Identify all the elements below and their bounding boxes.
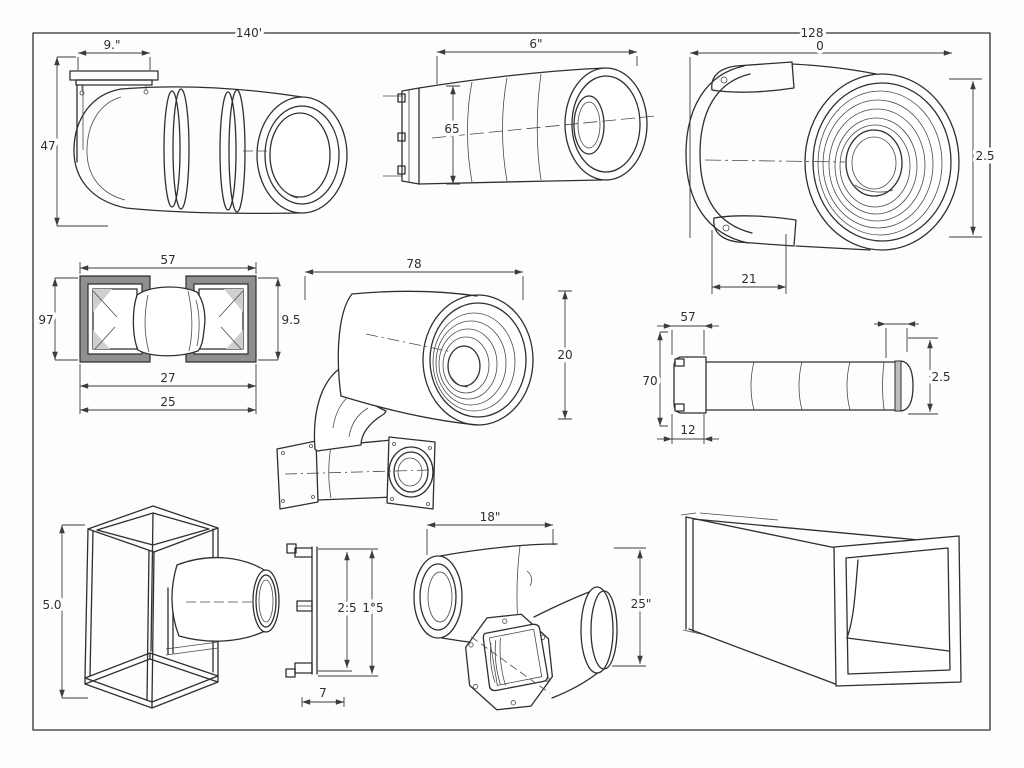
dim-outer-span-label: 1°5	[362, 601, 383, 615]
dim-flange-offset-label: 21	[741, 272, 756, 286]
octagonal-adapter-geometry	[413, 543, 618, 711]
segmented-pipe-dimensions: 57 70 12 2.5	[639, 307, 954, 444]
tapered-duct-geometry	[383, 67, 656, 185]
elbow-assembly-dimensions: 78 20	[304, 254, 576, 420]
dim-height-label: 70	[642, 374, 657, 388]
twin-flange-connector-geometry	[79, 275, 257, 363]
dim-flange-width-label: 9."	[104, 38, 121, 52]
sheet-border	[32, 32, 991, 731]
dim-overall-length-label: 140'	[236, 26, 262, 40]
octagonal-adapter-dimensions: 18" 25"	[426, 507, 655, 667]
dim-height-label: 47	[40, 139, 55, 153]
elbow-assembly-geometry	[276, 290, 534, 510]
mounting-rail-dimensions: 2:5 1°5 7	[301, 548, 387, 707]
drawing-corrugated-coupler: 128 0 2.5 21	[685, 23, 998, 294]
dim-length-label: 6"	[529, 37, 542, 51]
dim-height-label: 25"	[631, 597, 652, 611]
dim-tube-length-label: 18"	[480, 510, 501, 524]
drawing-rect-duct	[680, 512, 962, 687]
corrugated-coupler-dimensions: 128 0 2.5 21	[689, 23, 998, 294]
corrugated-coupler-geometry	[685, 61, 960, 251]
mounting-rail-geometry	[285, 543, 318, 678]
dim-height-label: 5.0	[42, 598, 61, 612]
frame-cage-dimensions: 5.0	[39, 524, 88, 699]
dim-cap-width-label: 57	[680, 310, 695, 324]
dim-base-width-label: 25	[160, 395, 175, 409]
drawing-octagonal-adapter: 18" 25"	[413, 507, 655, 711]
rect-duct-geometry	[680, 512, 962, 687]
flanged-elbow-duct-geometry	[69, 70, 348, 214]
dim-lower-width-label: 27	[160, 371, 175, 385]
dim-end-diameter-label: 2.5	[931, 370, 950, 384]
drawing-elbow-assembly: 78 20	[276, 254, 576, 510]
drawing-mounting-rail: 2:5 1°5 7	[285, 543, 387, 707]
dim-foot-width-label: 7	[319, 686, 327, 700]
twin-flange-connector-dimensions: 57 97 9.5 27 25	[35, 250, 304, 414]
dim-height-label: 20	[557, 348, 572, 362]
drawing-segmented-pipe: 57 70 12 2.5	[639, 307, 954, 444]
frame-cage-geometry	[84, 505, 280, 709]
dim-height-left-label: 97	[38, 313, 53, 327]
drawing-flanged-elbow-duct: 9." 47 140'	[37, 23, 348, 227]
dim-overall-label: 128	[801, 26, 824, 40]
dim-length-label: 78	[406, 257, 421, 271]
dim-body-label: 0	[816, 39, 824, 53]
dim-cap-base-label: 12	[680, 423, 695, 437]
dim-height-right-label: 9.5	[281, 313, 300, 327]
dim-inner-span-label: 2:5	[337, 601, 356, 615]
dim-inlet-diameter-label: 65	[444, 122, 459, 136]
drawing-tapered-duct: 6" 65	[383, 34, 656, 185]
tapered-duct-dimensions: 6" 65	[436, 34, 638, 185]
flanged-elbow-duct-dimensions: 9." 47 140'	[37, 23, 266, 227]
dim-width-label: 57	[160, 253, 175, 267]
drawing-frame-cage: 5.0	[39, 505, 280, 709]
dim-diameter-label: 2.5	[975, 149, 994, 163]
segmented-pipe-geometry	[673, 356, 914, 414]
drawing-twin-flange-connector: 57 97 9.5 27 25	[35, 250, 304, 414]
